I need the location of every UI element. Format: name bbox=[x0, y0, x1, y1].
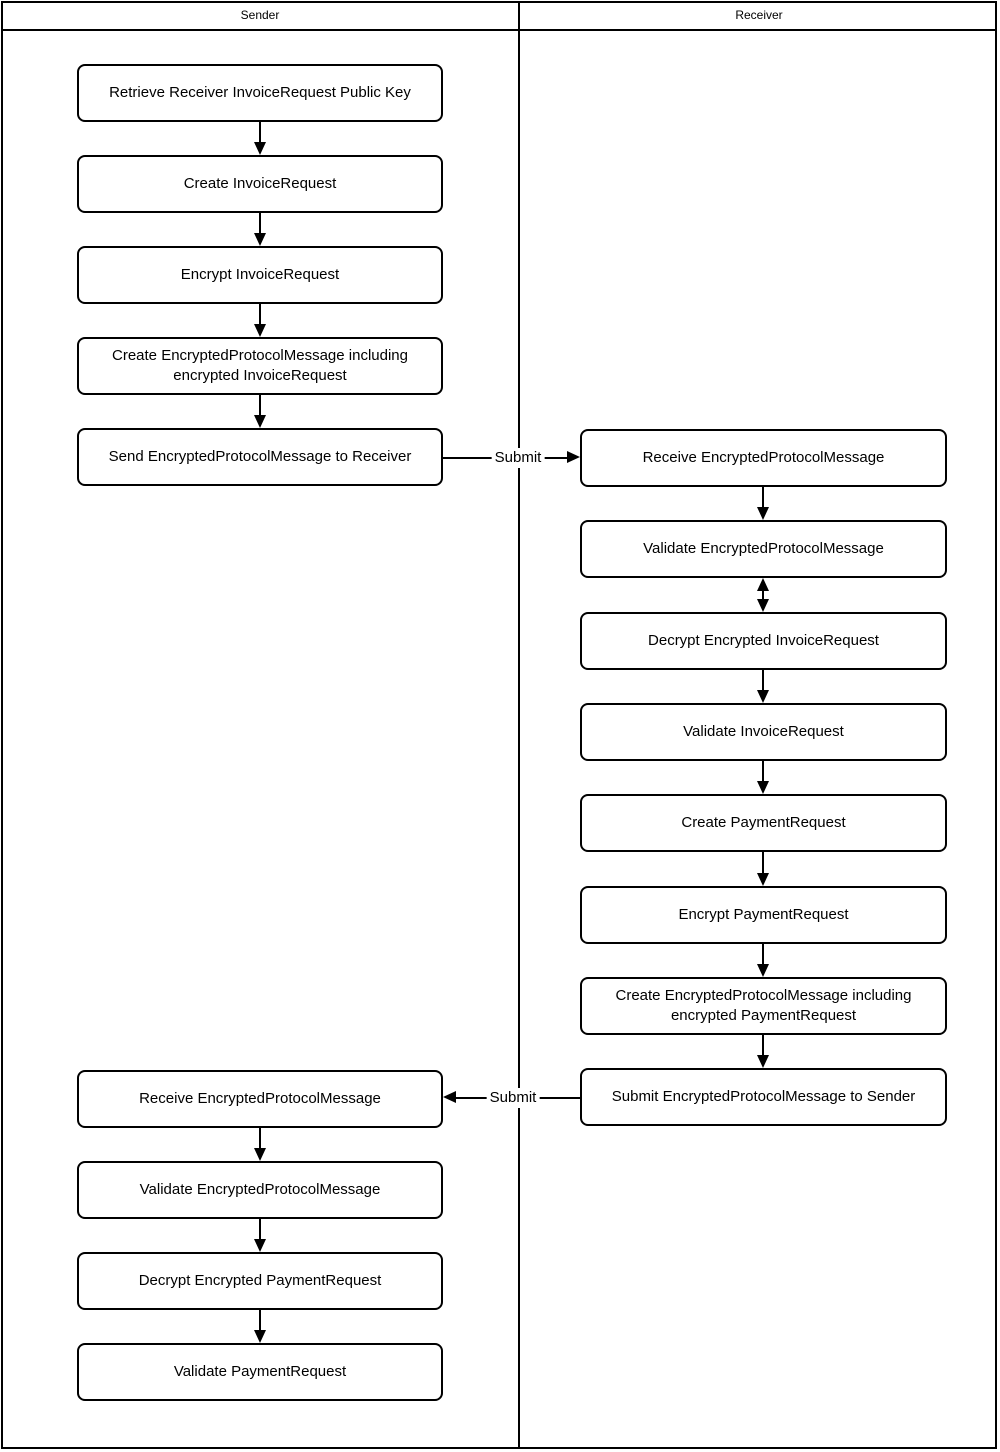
arrowhead-down-icon bbox=[757, 781, 769, 794]
node-label: Create PaymentRequest bbox=[681, 814, 846, 831]
node-label: Create InvoiceRequest bbox=[183, 175, 337, 192]
lane-header-sender-label: Sender bbox=[240, 8, 280, 22]
flow-arrow-down bbox=[259, 304, 261, 324]
arrowhead-down-icon bbox=[254, 233, 266, 246]
arrowhead-down-icon bbox=[757, 599, 769, 612]
arrowhead-down-icon bbox=[254, 1239, 266, 1252]
arrowhead-up-icon bbox=[757, 578, 769, 591]
arrowhead-down-icon bbox=[254, 1330, 266, 1343]
node-label: Receive EncryptedProtocolMessage bbox=[642, 449, 885, 466]
submit-label: Submit bbox=[486, 1088, 540, 1108]
node-label: Decrypt Encrypted PaymentRequest bbox=[138, 1272, 382, 1289]
arrowhead-down-icon bbox=[757, 873, 769, 886]
node-receiver-receive-encryptedprotocolmessage: Receive EncryptedProtocolMessage bbox=[580, 429, 947, 487]
arrowhead-down-icon bbox=[254, 415, 266, 428]
node-encrypt-paymentrequest: Encrypt PaymentRequest bbox=[580, 886, 947, 944]
flow-arrow-down bbox=[259, 1128, 261, 1148]
node-label: Create EncryptedProtocolMessage includin… bbox=[112, 347, 408, 384]
node-label: Validate PaymentRequest bbox=[173, 1363, 347, 1380]
submit-label: Submit bbox=[491, 448, 545, 468]
flow-arrow-bidirectional bbox=[762, 591, 764, 599]
lane-header-receiver-label: Receiver bbox=[735, 8, 783, 22]
flow-arrow-down bbox=[762, 761, 764, 781]
flow-arrow-down bbox=[762, 944, 764, 964]
node-encrypt-invoicerequest: Encrypt InvoiceRequest bbox=[77, 246, 443, 304]
node-sender-validate-encryptedprotocolmessage: Validate EncryptedProtocolMessage bbox=[77, 1161, 443, 1219]
arrowhead-down-icon bbox=[757, 690, 769, 703]
node-label: Decrypt Encrypted InvoiceRequest bbox=[648, 632, 879, 649]
arrowhead-down-icon bbox=[254, 1148, 266, 1161]
node-create-paymentrequest: Create PaymentRequest bbox=[580, 794, 947, 852]
node-label: Send EncryptedProtocolMessage to Receive… bbox=[108, 448, 412, 465]
flow-arrow-down bbox=[259, 213, 261, 233]
lane-header-row bbox=[1, 1, 997, 31]
node-decrypt-encrypted-invoicerequest: Decrypt Encrypted InvoiceRequest bbox=[580, 612, 947, 670]
node-create-invoicerequest: Create InvoiceRequest bbox=[77, 155, 443, 213]
arrowhead-left-icon bbox=[443, 1091, 456, 1103]
flow-arrow-down bbox=[259, 1310, 261, 1330]
node-label: Create EncryptedProtocolMessage includin… bbox=[615, 987, 912, 1024]
node-receiver-validate-encryptedprotocolmessage: Validate EncryptedProtocolMessage bbox=[580, 520, 947, 578]
arrowhead-down-icon bbox=[254, 142, 266, 155]
flow-arrow-down bbox=[762, 487, 764, 507]
flow-arrow-down bbox=[762, 1035, 764, 1055]
arrowhead-right-icon bbox=[567, 451, 580, 463]
node-label: Receive EncryptedProtocolMessage bbox=[139, 1090, 381, 1107]
lane-header-receiver: Receiver bbox=[521, 1, 997, 29]
node-create-encryptedprotocolmessage-invoicerequest: Create EncryptedProtocolMessage includin… bbox=[77, 337, 443, 395]
node-label: Submit EncryptedProtocolMessage to Sende… bbox=[611, 1088, 916, 1105]
node-send-encryptedprotocolmessage-to-receiver: Send EncryptedProtocolMessage to Receive… bbox=[77, 428, 443, 486]
flow-arrow-down bbox=[259, 1219, 261, 1239]
flow-arrow-down bbox=[259, 395, 261, 415]
node-retrieve-receiver-invoicerequest-public-key: Retrieve Receiver InvoiceRequest Public … bbox=[77, 64, 443, 122]
arrowhead-down-icon bbox=[757, 507, 769, 520]
node-label: Validate InvoiceRequest bbox=[683, 723, 844, 740]
flow-arrow-down bbox=[259, 122, 261, 142]
node-validate-invoicerequest: Validate InvoiceRequest bbox=[580, 703, 947, 761]
node-create-encryptedprotocolmessage-paymentrequest: Create EncryptedProtocolMessage includin… bbox=[580, 977, 947, 1035]
arrowhead-down-icon bbox=[757, 1055, 769, 1068]
lane-header-sender: Sender bbox=[1, 1, 519, 29]
lane-divider bbox=[518, 1, 520, 1449]
node-decrypt-encrypted-paymentrequest: Decrypt Encrypted PaymentRequest bbox=[77, 1252, 443, 1310]
arrowhead-down-icon bbox=[254, 324, 266, 337]
flow-arrow-down bbox=[762, 852, 764, 873]
arrowhead-down-icon bbox=[757, 964, 769, 977]
flow-arrow-down bbox=[762, 670, 764, 690]
node-label: Validate EncryptedProtocolMessage bbox=[643, 540, 884, 557]
node-label: Encrypt InvoiceRequest bbox=[180, 266, 340, 283]
node-label: Encrypt PaymentRequest bbox=[678, 906, 849, 923]
node-label: Retrieve Receiver InvoiceRequest Public … bbox=[109, 84, 411, 101]
node-validate-paymentrequest: Validate PaymentRequest bbox=[77, 1343, 443, 1401]
node-submit-encryptedprotocolmessage-to-sender: Submit EncryptedProtocolMessage to Sende… bbox=[580, 1068, 947, 1126]
node-sender-receive-encryptedprotocolmessage: Receive EncryptedProtocolMessage bbox=[77, 1070, 443, 1128]
node-label: Validate EncryptedProtocolMessage bbox=[139, 1181, 381, 1198]
